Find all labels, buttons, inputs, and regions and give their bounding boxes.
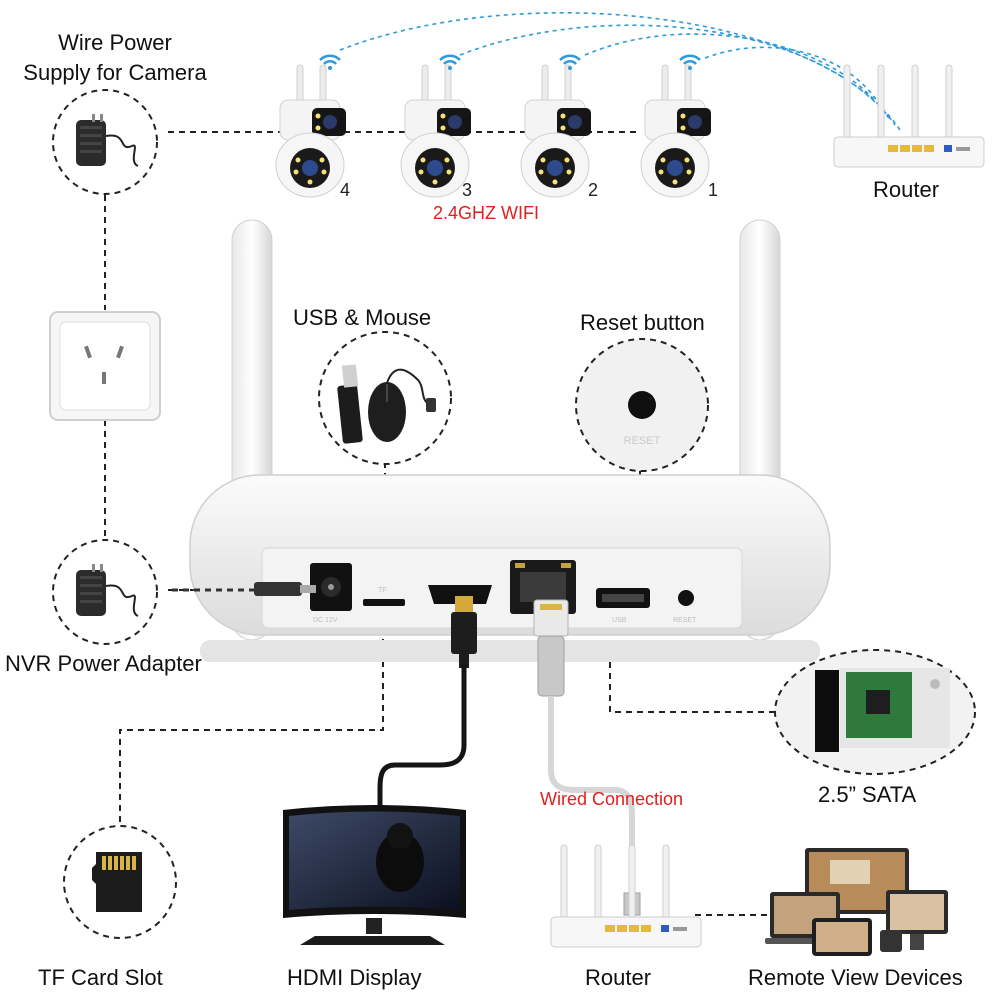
- usb-dongle-icon: [337, 364, 363, 444]
- svg-text:RESET: RESET: [624, 435, 661, 447]
- dc-port: DC 12V: [310, 563, 352, 624]
- camera-number-2: 2: [588, 180, 599, 200]
- wire-power-label: Wire Power: [58, 30, 172, 55]
- wifi-label: 2.4GHZ WIFI: [433, 203, 540, 223]
- camera-3: [400, 64, 472, 198]
- camera-number-1: 1: [708, 180, 719, 200]
- camera-number-4: 4: [340, 180, 351, 200]
- supply-camera-label: Supply for Camera: [23, 60, 207, 85]
- router-top: [833, 64, 985, 168]
- nvr-adapter-label: NVR Power Adapter: [5, 651, 202, 676]
- tf-slot: TF: [363, 587, 405, 606]
- svg-text:RESET: RESET: [673, 617, 697, 624]
- remote-view-label: Remote View Devices: [748, 965, 963, 990]
- hdmi-monitor-icon: [283, 805, 466, 945]
- camera-number-3: 3: [462, 180, 473, 200]
- sata-board-icon: [815, 668, 950, 752]
- camera-1: [640, 64, 712, 198]
- reset-hole: RESET: [673, 590, 697, 624]
- lan-cable: [533, 599, 641, 916]
- sata-label: 2.5” SATA: [818, 782, 917, 807]
- camera-4: [275, 64, 347, 198]
- router-top-label: Router: [873, 177, 940, 202]
- tf-slot-label: TF Card Slot: [38, 965, 163, 990]
- router-bottom-label: Router: [585, 965, 652, 990]
- reset-button-icon: RESET: [624, 391, 661, 447]
- camera-2: [520, 64, 592, 198]
- remote-view-devices-icon: [765, 848, 948, 956]
- lan-port: [510, 560, 576, 614]
- wifi-arcs: [339, 12, 901, 131]
- wired-connection-label: Wired Connection: [540, 789, 684, 809]
- reset-button-label: Reset button: [580, 310, 705, 335]
- usb-mouse-label: USB & Mouse: [293, 305, 432, 330]
- svg-text:DC 12V: DC 12V: [313, 617, 338, 624]
- svg-text:USB: USB: [612, 617, 627, 624]
- wall-socket-icon: [49, 311, 161, 421]
- hdmi-port: [428, 585, 492, 604]
- wifi-icon: [318, 54, 702, 72]
- hdmi-cable: [377, 596, 477, 815]
- usb-port: USB: [596, 588, 650, 624]
- hdmi-display-label: HDMI Display: [287, 965, 422, 990]
- svg-text:TF: TF: [378, 587, 387, 594]
- tf-card-icon: [92, 852, 142, 912]
- mouse-icon: [368, 368, 436, 442]
- dc-cable: [172, 582, 316, 596]
